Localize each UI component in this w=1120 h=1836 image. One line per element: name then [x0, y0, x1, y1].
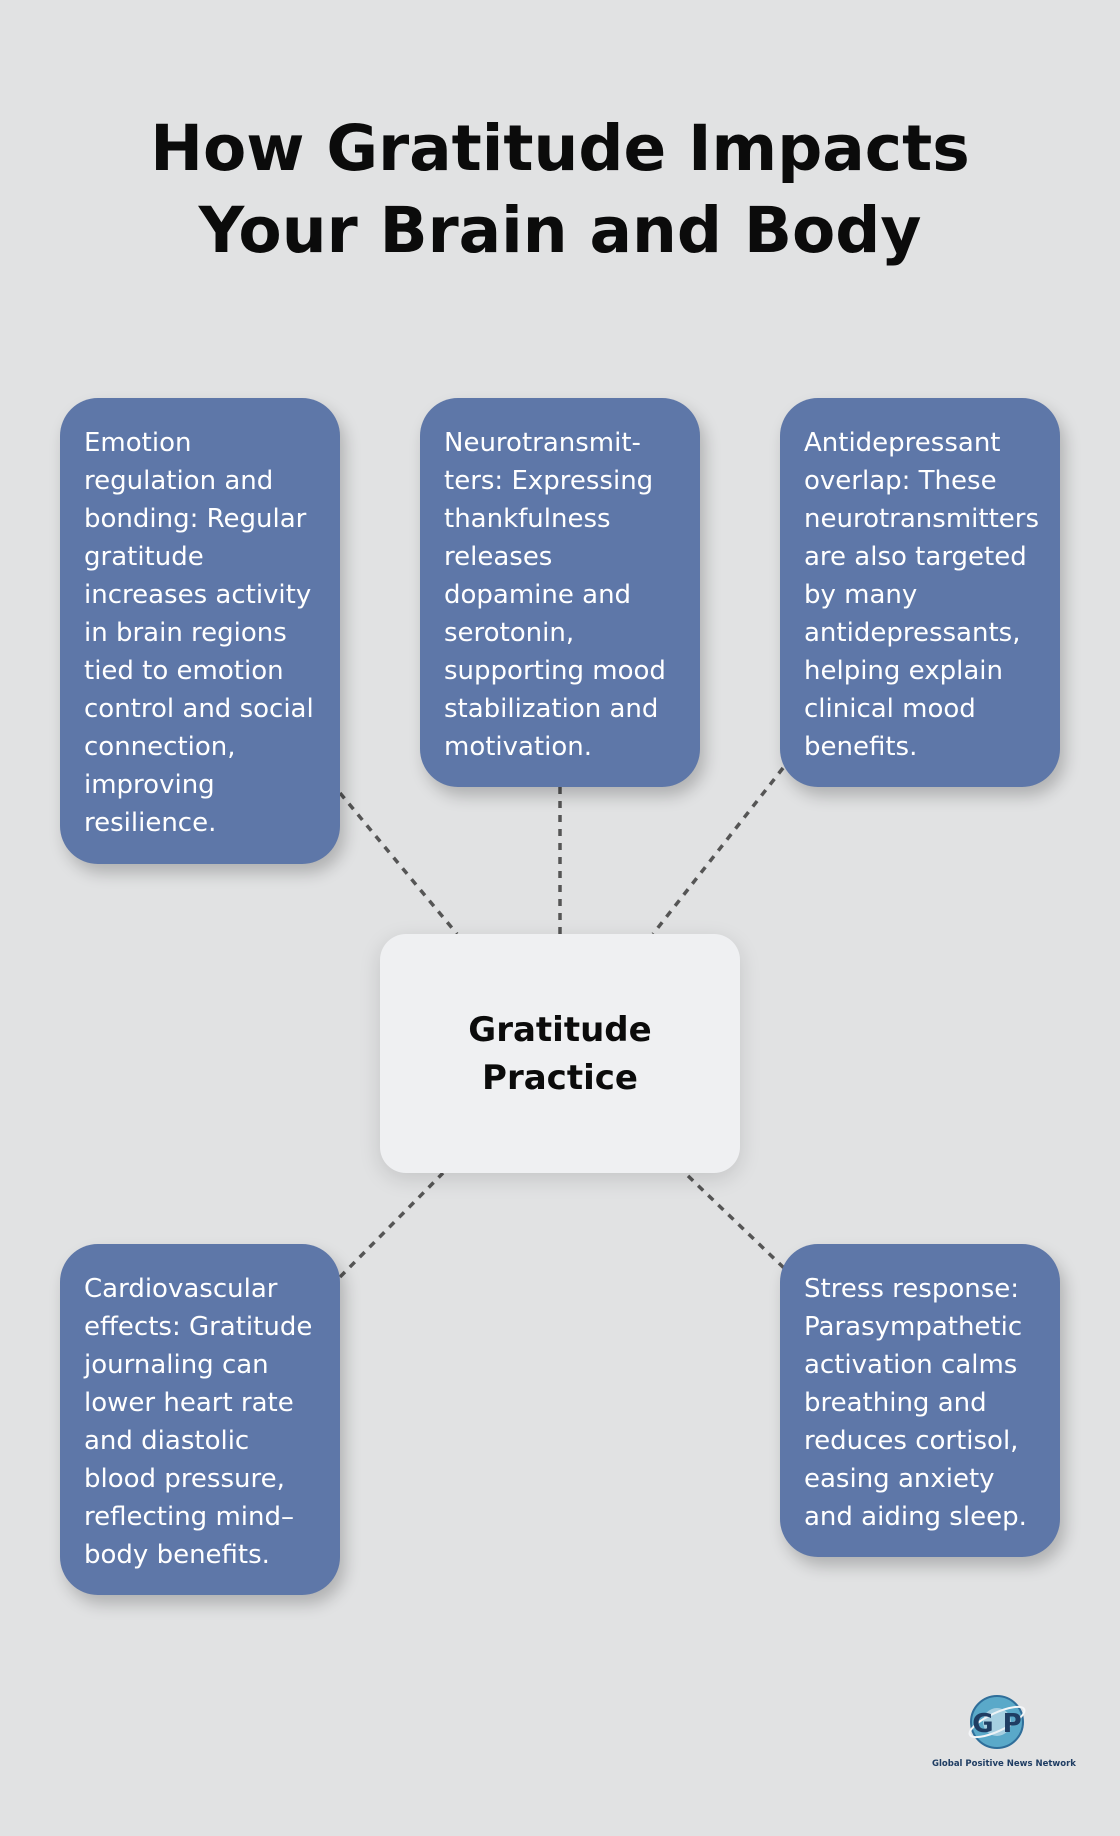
- logo: G P Global Positive News Network: [932, 1692, 1076, 1774]
- logo-name: Global Positive News Network: [932, 1759, 1076, 1769]
- central-node: Gratitude Practice: [380, 934, 740, 1173]
- logo-initials: G P: [972, 1709, 1021, 1739]
- connector-line-1: [338, 791, 459, 936]
- central-node-label: Gratitude Practice: [468, 1009, 652, 1098]
- stress-response-card: Stress response: Parasympathetic activat…: [780, 1244, 1060, 1557]
- neurotransmitters-card: Neurotransmit­ters: Expressing thankfuln…: [420, 398, 700, 787]
- cardiovascular-effects-card: Cardiovascular effects: Gratitude journa…: [60, 1244, 340, 1595]
- page-title: How Gratitude Impacts Your Brain and Bod…: [150, 112, 970, 267]
- connector-line-3: [651, 766, 785, 936]
- emotion-regulation-card: Emotion regulation and bonding: Regular …: [60, 398, 340, 864]
- antidepressant-overlap-card: Antidepressant overlap: These neurotrans…: [780, 398, 1060, 787]
- connector-line-4: [338, 1171, 445, 1279]
- globe-logo-icon: G P: [968, 1695, 1026, 1749]
- connector-line-5: [683, 1171, 786, 1270]
